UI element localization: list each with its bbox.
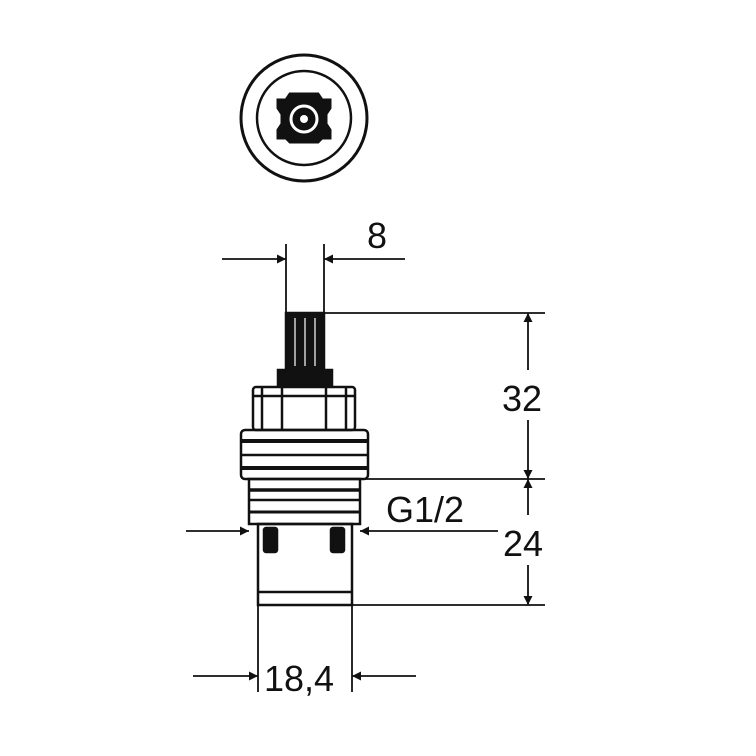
top-view [239, 53, 369, 183]
side-view [239, 311, 370, 607]
side-window-right [329, 526, 346, 554]
hex-nut [251, 385, 357, 432]
base-width-label: 18,4 [264, 658, 334, 699]
top-view-spindle-bore [300, 115, 308, 123]
thread-section [247, 477, 362, 526]
top-view-outer-ring [239, 53, 369, 183]
side-window-left [262, 526, 279, 554]
upper-height-label: 32 [502, 378, 542, 419]
lower-height-label: 24 [503, 523, 543, 564]
thread-label: G1/2 [386, 489, 464, 530]
spindle-width-label: 8 [367, 215, 387, 256]
top-view-inner-ring [255, 69, 353, 167]
spindle-collar [276, 368, 334, 388]
top-view-spindle-ring [289, 104, 319, 134]
dimension-lines [186, 244, 545, 692]
lower-body [256, 522, 354, 607]
